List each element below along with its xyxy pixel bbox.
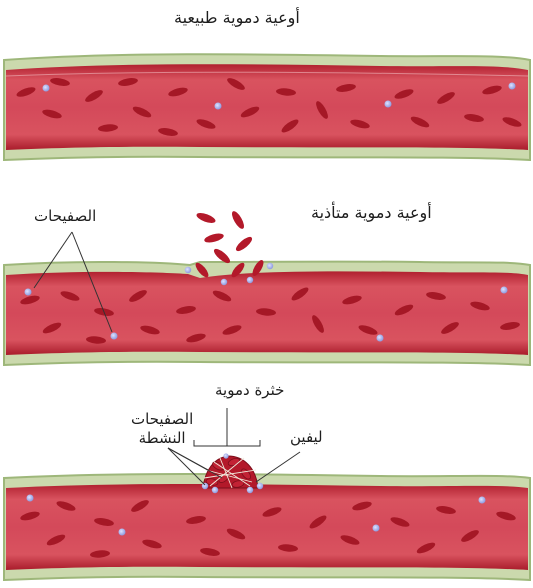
fibrin-label: ليفين [290, 428, 323, 446]
clot-vessel [4, 453, 530, 580]
normal-vessel [4, 54, 530, 160]
vessel-lumen [6, 484, 528, 570]
damaged-vessel-title: أوعية دموية متأذية [311, 202, 432, 224]
active-platelets-label-line2: النشطة [131, 429, 193, 448]
active-platelets-label: الصفيحات النشطة [131, 410, 193, 448]
blood-clot-label: خثرة دموية [215, 381, 284, 399]
vessel-lumen [6, 64, 528, 150]
clot-bracket [194, 408, 260, 446]
blood-clot [202, 453, 263, 493]
active-platelets-label-line1: الصفيحات [131, 410, 193, 429]
normal-vessel-title: أوعية دموية طبيعية [174, 7, 300, 29]
platelets-label: الصفيحات [34, 207, 96, 225]
damaged-vessel [4, 209, 530, 365]
